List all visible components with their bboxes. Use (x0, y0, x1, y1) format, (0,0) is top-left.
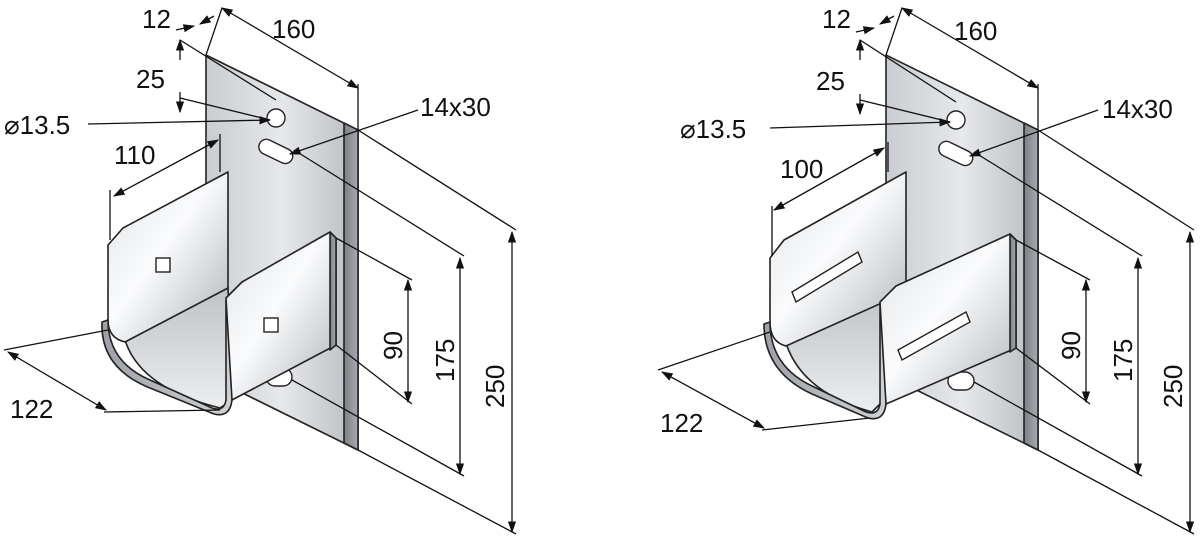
right-dim-channel-height: 90 (1056, 331, 1086, 360)
left-dim-hole-offset: 25 (136, 64, 165, 94)
left-channel-hole-1 (155, 257, 171, 273)
right-dim-depth: 122 (660, 408, 703, 438)
left-dim-channel-height: 90 (378, 331, 408, 360)
right-dim-hole-offset: 25 (816, 66, 845, 96)
left-dim-hole-dia: ⌀13.5 (4, 110, 70, 140)
right-dim-width: 160 (954, 16, 997, 46)
right-dim-slot: 14x30 (1102, 94, 1173, 124)
left-dim-slot: 14x30 (420, 92, 491, 122)
right-channel (763, 171, 1017, 420)
left-dim-depth: 122 (10, 394, 53, 424)
right-dim-top-offset: 12 (822, 4, 851, 34)
left-dim-top-offset: 12 (142, 4, 171, 34)
right-round-hole (946, 110, 966, 130)
left-dim-mid-height: 175 (430, 339, 460, 382)
right-dim-channel-width: 100 (780, 154, 823, 184)
right-bracket: 12 160 25 ⌀13.5 14x30 100 122 90 175 250 (657, 4, 1195, 535)
left-channel-hole-2 (263, 317, 279, 333)
right-dim-mid-height: 175 (1108, 339, 1138, 382)
left-slot-hole (258, 138, 294, 165)
left-dim-channel-width: 110 (114, 140, 155, 170)
right-channel-slot-1 (791, 250, 863, 304)
left-dimensions (3, 7, 517, 535)
left-channel (101, 171, 337, 416)
left-dim-total-height: 250 (480, 365, 510, 408)
right-channel-slot-2 (897, 311, 971, 361)
right-slot-hole (938, 140, 974, 167)
left-round-hole (266, 108, 286, 128)
right-dim-hole-dia: ⌀13.5 (680, 114, 746, 144)
right-dim-total-height: 250 (1158, 365, 1188, 408)
left-bracket: 12 160 25 ⌀13.5 14x30 110 122 90 175 250 (3, 4, 517, 535)
right-dimensions (657, 7, 1195, 535)
left-dim-width: 160 (272, 14, 315, 44)
